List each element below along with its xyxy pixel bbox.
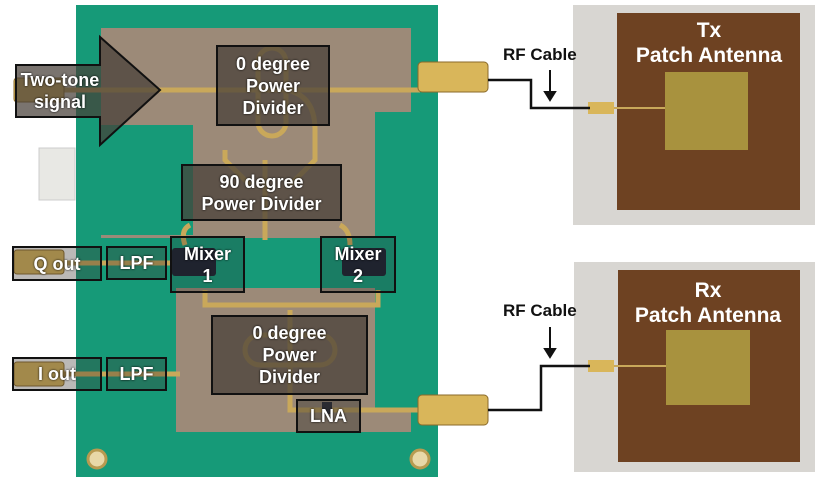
input-signal-label: Two-tone signal	[18, 66, 102, 116]
title-line: Patch Antenna	[635, 44, 783, 67]
label-line: Two-tone	[20, 70, 100, 90]
tx-rf-cable	[488, 78, 590, 110]
label-line: Q out	[33, 253, 81, 274]
tx-patch	[665, 72, 748, 150]
label-line: Power	[245, 75, 301, 96]
label-line: Divider	[258, 367, 321, 387]
bottom-power-divider-label: 0 degree Power Divider	[211, 315, 368, 395]
q-lpf-label: LPF	[106, 246, 167, 280]
rx-patch	[666, 330, 750, 405]
label-line: Mixer	[334, 243, 382, 264]
tx-antenna-title: Tx Patch Antenna	[617, 18, 801, 68]
top-power-divider-label: 0 degree Power Divider	[216, 45, 330, 126]
label-line: 0 degree	[235, 53, 311, 74]
label-line: Power	[262, 345, 317, 365]
rx-sma	[588, 360, 614, 372]
input-signal-arrow	[15, 34, 162, 148]
mixer-2-label: Mixer 2	[320, 236, 396, 293]
tx-rf-cable-label: RF Cable	[503, 45, 577, 64]
power-connector	[38, 147, 76, 201]
title-line: Tx	[696, 19, 722, 42]
rx-rf-cable	[488, 364, 590, 412]
quadrature-power-divider-label: 90 degree Power Divider	[181, 164, 342, 221]
ic-chips	[172, 248, 386, 414]
rx-rf-cable-label: RF Cable	[503, 301, 577, 320]
arrow-down-icon	[543, 70, 557, 102]
pcb-ground-left	[101, 288, 176, 432]
label-line: Power Divider	[201, 193, 322, 214]
mixer-1-label: Mixer 1	[170, 236, 245, 293]
label-line: signal	[33, 92, 86, 112]
arrow-down-icon	[543, 327, 557, 359]
label-line: 2	[352, 265, 363, 286]
mounting-hole	[409, 448, 431, 470]
label-line: I out	[38, 364, 76, 384]
title-line: Rx	[694, 279, 722, 302]
tx-sma	[588, 102, 614, 114]
rx-antenna-title: Rx Patch Antenna	[616, 278, 800, 328]
label-line: 0 degree	[252, 323, 327, 343]
label-line: Mixer	[183, 243, 232, 264]
title-line: Patch Antenna	[634, 304, 782, 327]
pcb-ground-block	[101, 125, 193, 235]
label-line: 90 degree	[219, 171, 304, 192]
label-line: 1	[202, 265, 213, 286]
label-line: LPF	[119, 364, 154, 384]
i-lpf-label: LPF	[106, 357, 167, 391]
label-line: LPF	[119, 253, 154, 273]
lna-label: LNA	[296, 399, 361, 433]
label-line: Divider	[242, 97, 304, 118]
label-line: LNA	[310, 406, 347, 426]
mounting-hole	[86, 448, 108, 470]
i-out-label: I out	[12, 357, 102, 391]
q-out-label: Q out	[12, 246, 102, 281]
